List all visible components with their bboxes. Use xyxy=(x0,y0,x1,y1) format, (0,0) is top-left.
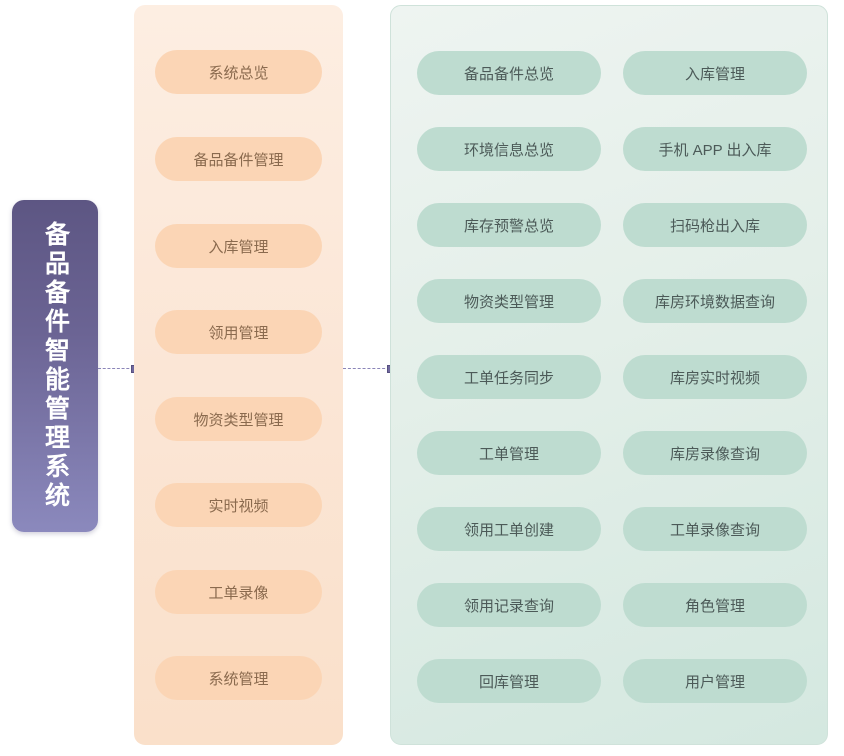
level1-item-spare-parts[interactable]: 备品备件管理 xyxy=(155,137,322,181)
pill-label: 库房录像查询 xyxy=(669,445,760,463)
pill-label: 工单录像 xyxy=(208,584,269,602)
pill-label: 库存预警总览 xyxy=(463,217,554,235)
pill-label: 库房环境数据查询 xyxy=(654,293,775,311)
level1-item-material-type[interactable]: 物资类型管理 xyxy=(155,397,322,441)
level1-item-system-overview[interactable]: 系统总览 xyxy=(155,50,322,94)
level1-item-workorder-recording[interactable]: 工单录像 xyxy=(155,570,322,614)
root-node-label: 备品备件智能管理系统 xyxy=(41,221,70,511)
level2a-item-environment-overview[interactable]: 环境信息总览 xyxy=(417,127,601,171)
level1-item-system-management[interactable]: 系统管理 xyxy=(155,656,322,700)
pill-label: 领用工单创建 xyxy=(463,521,554,539)
level2b-item-mobile-app-inout[interactable]: 手机 APP 出入库 xyxy=(623,127,807,171)
level2-panel: 备品备件总览 环境信息总览 库存预警总览 物资类型管理 工单任务同步 工单管理 … xyxy=(390,5,828,745)
pill-label: 回库管理 xyxy=(478,673,539,691)
pill-label: 系统管理 xyxy=(208,670,269,688)
pill-label: 入库管理 xyxy=(684,65,745,83)
level2b-item-role-mgmt[interactable]: 角色管理 xyxy=(623,583,807,627)
pill-label: 领用记录查询 xyxy=(463,597,554,615)
level1-item-inbound[interactable]: 入库管理 xyxy=(155,224,322,268)
pill-label: 角色管理 xyxy=(684,597,745,615)
level2b-item-warehouse-live-video[interactable]: 库房实时视频 xyxy=(623,355,807,399)
level2a-item-return-mgmt[interactable]: 回库管理 xyxy=(417,659,601,703)
connector-root-to-level1 xyxy=(98,368,134,369)
pill-label: 扫码枪出入库 xyxy=(669,217,760,235)
level1-panel: 系统总览 备品备件管理 入库管理 领用管理 物资类型管理 实时视频 工单录像 系… xyxy=(134,5,343,745)
pill-label: 用户管理 xyxy=(684,673,745,691)
level2b-item-workorder-rec-query[interactable]: 工单录像查询 xyxy=(623,507,807,551)
level2a-item-stock-alert-overview[interactable]: 库存预警总览 xyxy=(417,203,601,247)
level2b-item-user-mgmt[interactable]: 用户管理 xyxy=(623,659,807,703)
pill-label: 备品备件总览 xyxy=(463,65,554,83)
connector-level1-to-level2 xyxy=(343,368,390,369)
pill-label: 工单管理 xyxy=(478,445,539,463)
level2b-item-inbound-mgmt[interactable]: 入库管理 xyxy=(623,51,807,95)
pill-label: 工单任务同步 xyxy=(463,369,554,387)
pill-label: 实时视频 xyxy=(208,497,269,515)
pill-label: 库房实时视频 xyxy=(669,369,760,387)
pill-label: 手机 APP 出入库 xyxy=(658,141,772,159)
pill-label: 领用管理 xyxy=(208,324,269,342)
level1-item-live-video[interactable]: 实时视频 xyxy=(155,483,322,527)
level2a-item-spare-parts-overview[interactable]: 备品备件总览 xyxy=(417,51,601,95)
pill-label: 物资类型管理 xyxy=(463,293,554,311)
level2a-item-workorder-task-sync[interactable]: 工单任务同步 xyxy=(417,355,601,399)
level2a-item-material-type-mgmt[interactable]: 物资类型管理 xyxy=(417,279,601,323)
level2a-item-workorder-mgmt[interactable]: 工单管理 xyxy=(417,431,601,475)
level2a-item-requisition-create[interactable]: 领用工单创建 xyxy=(417,507,601,551)
pill-label: 入库管理 xyxy=(208,238,269,256)
level2a-item-requisition-query[interactable]: 领用记录查询 xyxy=(417,583,601,627)
level1-item-requisition[interactable]: 领用管理 xyxy=(155,310,322,354)
pill-label: 备品备件管理 xyxy=(193,151,284,169)
level2b-item-warehouse-env-query[interactable]: 库房环境数据查询 xyxy=(623,279,807,323)
pill-label: 物资类型管理 xyxy=(193,411,284,429)
root-node[interactable]: 备品备件智能管理系统 xyxy=(12,200,98,532)
pill-label: 系统总览 xyxy=(208,64,269,82)
level2b-item-warehouse-rec-query[interactable]: 库房录像查询 xyxy=(623,431,807,475)
pill-label: 环境信息总览 xyxy=(463,141,554,159)
pill-label: 工单录像查询 xyxy=(669,521,760,539)
level2b-item-scanner-inout[interactable]: 扫码枪出入库 xyxy=(623,203,807,247)
